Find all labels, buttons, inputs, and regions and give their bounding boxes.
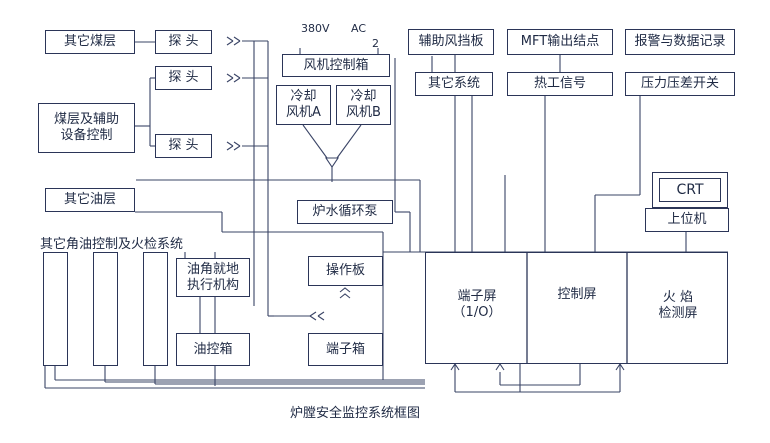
alarm-data-record-box: 报警与数据记录 xyxy=(625,29,735,55)
oil-control-box: 油控箱 xyxy=(176,333,250,366)
crt-screen: CRT xyxy=(659,178,721,202)
terminal-box: 端子箱 xyxy=(308,333,383,366)
control-screen: 控制屏 xyxy=(557,287,597,302)
boiler-water-pump-box: 炉水循环泵 xyxy=(297,200,393,224)
phase-2-label: 2 xyxy=(372,37,379,50)
mft-output-box: MFT输出结点 xyxy=(507,29,613,55)
pressure-switch-box: 压力压差开关 xyxy=(625,72,735,96)
probe-box-3: 探 头 xyxy=(155,134,212,158)
probe-box-2: 探 头 xyxy=(155,66,212,90)
other-system-box: 其它系统 xyxy=(415,72,493,96)
host-computer-box: 上位机 xyxy=(645,208,729,232)
probe-box-1: 探 头 xyxy=(155,30,212,54)
aux-air-damper-box: 辅助风挡板 xyxy=(408,29,494,55)
oil-column-1 xyxy=(43,252,68,366)
operation-panel-box: 操作板 xyxy=(308,256,383,286)
oil-angle-actuator-box: 油角就地 执行机构 xyxy=(176,258,250,297)
oil-column-3 xyxy=(143,252,168,366)
diagram-caption: 炉膛安全监控系统框图 xyxy=(290,406,421,421)
other-oil-layer-box: 其它油层 xyxy=(45,188,135,212)
cooling-fan-b-box: 冷却 风机B xyxy=(336,85,391,125)
ac-label: AC xyxy=(351,22,367,35)
main-cabinet xyxy=(425,252,728,364)
cooling-fan-a-box: 冷却 风机A xyxy=(276,85,331,125)
oil-column-2 xyxy=(93,252,118,366)
voltage-380v-label: 380V xyxy=(301,22,330,35)
fan-control-box: 风机控制箱 xyxy=(282,54,390,77)
other-angle-oil-label: 其它角油控制及火检系统 xyxy=(40,237,184,252)
terminal-screen-io: 端子屏 （1/O） xyxy=(452,289,502,320)
coal-aux-control-box: 煤层及辅助 设备控制 xyxy=(38,103,135,153)
thermal-signal-box: 热工信号 xyxy=(507,72,613,96)
other-coal-layer-box: 其它煤层 xyxy=(45,30,135,54)
flame-detection-screen: 火 焰 检测屏 xyxy=(658,290,698,321)
crt-monitor-box: CRT xyxy=(652,172,728,208)
